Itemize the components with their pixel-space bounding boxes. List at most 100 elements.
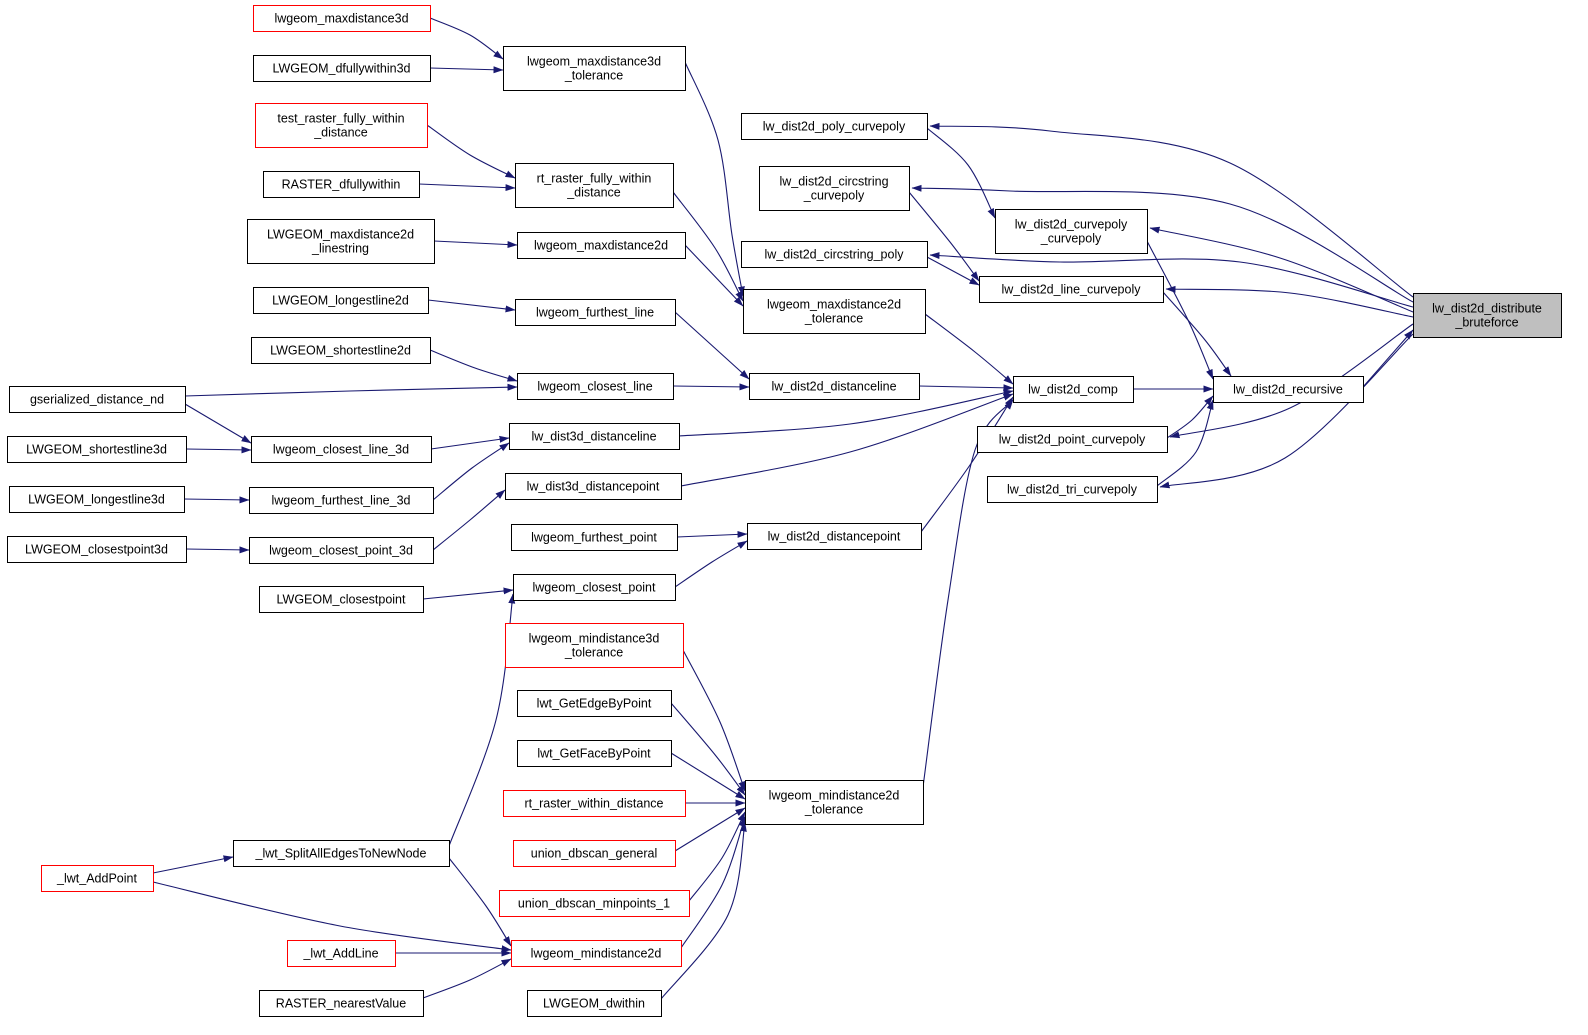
node-box[interactable] <box>987 476 1158 503</box>
node-box[interactable] <box>505 623 684 668</box>
node-box[interactable] <box>251 436 432 463</box>
node-box[interactable] <box>9 486 185 513</box>
node-lw_dist2d_distribute_bruteforce[interactable]: lw_dist2d_distribute_bruteforce <box>1413 293 1562 338</box>
node-box[interactable] <box>749 373 920 400</box>
node-box[interactable] <box>513 840 676 867</box>
node-rt_raster_within_distance[interactable]: rt_raster_within_distance <box>503 790 686 817</box>
node-box[interactable] <box>517 373 674 400</box>
node-RASTER_nearestValue[interactable]: RASTER_nearestValue <box>259 990 424 1017</box>
node-box[interactable] <box>741 113 928 140</box>
node-box[interactable] <box>1013 376 1134 403</box>
node-box[interactable] <box>263 171 420 198</box>
node-box[interactable] <box>515 163 674 208</box>
node-lwgeom_closest_point_3d[interactable]: lwgeom_closest_point_3d <box>249 537 434 564</box>
node-box[interactable] <box>979 276 1164 303</box>
node-union_dbscan_minpoints_1[interactable]: union_dbscan_minpoints_1 <box>499 890 690 917</box>
node-box[interactable] <box>1413 293 1562 338</box>
node-lwgeom_furthest_point[interactable]: lwgeom_furthest_point <box>511 524 678 551</box>
node-lwgeom_maxdistance2d[interactable]: lwgeom_maxdistance2d <box>517 232 686 259</box>
node-box[interactable] <box>41 865 154 892</box>
node-lw_dist2d_circstring_poly[interactable]: lw_dist2d_circstring_poly <box>741 241 928 268</box>
node-box[interactable] <box>977 426 1168 453</box>
node-lwgeom_maxdistance2d_tolerance[interactable]: lwgeom_maxdistance2d_tolerance <box>743 289 926 334</box>
node-box[interactable] <box>517 740 672 767</box>
node-lwt_GetFaceByPoint[interactable]: lwt_GetFaceByPoint <box>517 740 672 767</box>
node-lwgeom_closest_line_3d[interactable]: lwgeom_closest_line_3d <box>251 436 432 463</box>
node-lw_dist3d_distancepoint[interactable]: lw_dist3d_distancepoint <box>505 473 682 500</box>
node-lw_dist2d_curvepoly_curvepoly[interactable]: lw_dist2d_curvepoly_curvepoly <box>995 209 1148 254</box>
node-box[interactable] <box>499 890 690 917</box>
node-box[interactable] <box>511 940 682 967</box>
node-lwgeom_furthest_line_3d[interactable]: lwgeom_furthest_line_3d <box>249 487 434 514</box>
node-box[interactable] <box>9 386 186 413</box>
node-LWGEOM_longestline2d[interactable]: LWGEOM_longestline2d <box>253 287 429 314</box>
node-lw_dist2d_circstring_curvepoly[interactable]: lw_dist2d_circstring_curvepoly <box>759 166 910 211</box>
node-box[interactable] <box>527 990 662 1017</box>
node-LWGEOM_closestpoint3d[interactable]: LWGEOM_closestpoint3d <box>7 536 187 563</box>
node-lwgeom_closest_line[interactable]: lwgeom_closest_line <box>517 373 674 400</box>
node-box[interactable] <box>745 780 924 825</box>
node-lw_dist2d_line_curvepoly[interactable]: lw_dist2d_line_curvepoly <box>979 276 1164 303</box>
node-lw_dist2d_distanceline[interactable]: lw_dist2d_distanceline <box>749 373 920 400</box>
node-box[interactable] <box>995 209 1148 254</box>
node-lw_dist2d_poly_curvepoly[interactable]: lw_dist2d_poly_curvepoly <box>741 113 928 140</box>
node-lwgeom_mindistance3d_tolerance[interactable]: lwgeom_mindistance3d_tolerance <box>505 623 684 668</box>
node-box[interactable] <box>503 790 686 817</box>
node-box[interactable] <box>249 537 434 564</box>
node-lwgeom_maxdistance3d[interactable]: lwgeom_maxdistance3d <box>253 5 431 32</box>
node-lwt_GetEdgeByPoint[interactable]: lwt_GetEdgeByPoint <box>517 690 672 717</box>
node-box[interactable] <box>741 241 928 268</box>
node-lw_dist2d_point_curvepoly[interactable]: lw_dist2d_point_curvepoly <box>977 426 1168 453</box>
node-box[interactable] <box>517 232 686 259</box>
node-lwgeom_maxdistance3d_tolerance[interactable]: lwgeom_maxdistance3d_tolerance <box>503 46 686 91</box>
node-gserialized_distance_nd[interactable]: gserialized_distance_nd <box>9 386 186 413</box>
node-box[interactable] <box>747 523 922 550</box>
node-_lwt_AddPoint[interactable]: _lwt_AddPoint <box>41 865 154 892</box>
node-box[interactable] <box>259 586 424 613</box>
node-LWGEOM_closestpoint[interactable]: LWGEOM_closestpoint <box>259 586 424 613</box>
node-RASTER_dfullywithin[interactable]: RASTER_dfullywithin <box>263 171 420 198</box>
node-box[interactable] <box>515 299 676 326</box>
node-lw_dist3d_distanceline[interactable]: lw_dist3d_distanceline <box>509 423 680 450</box>
node-box[interactable] <box>517 690 672 717</box>
node-box[interactable] <box>7 536 187 563</box>
node-LWGEOM_shortestline3d[interactable]: LWGEOM_shortestline3d <box>7 436 187 463</box>
node-box[interactable] <box>7 436 187 463</box>
node-lw_dist2d_distancepoint[interactable]: lw_dist2d_distancepoint <box>747 523 922 550</box>
node-box[interactable] <box>249 487 434 514</box>
node-union_dbscan_general[interactable]: union_dbscan_general <box>513 840 676 867</box>
node-lwgeom_mindistance2d_tolerance[interactable]: lwgeom_mindistance2d_tolerance <box>745 780 924 825</box>
node-box[interactable] <box>233 840 450 867</box>
node-box[interactable] <box>253 287 429 314</box>
node-box[interactable] <box>247 219 435 264</box>
node-lwgeom_closest_point[interactable]: lwgeom_closest_point <box>513 574 676 601</box>
node-box[interactable] <box>503 46 686 91</box>
node-box[interactable] <box>505 473 682 500</box>
node-rt_raster_fully_within_distance[interactable]: rt_raster_fully_within_distance <box>515 163 674 208</box>
node-lwgeom_furthest_line[interactable]: lwgeom_furthest_line <box>515 299 676 326</box>
node-box[interactable] <box>251 337 431 364</box>
node-box[interactable] <box>743 289 926 334</box>
node-lw_dist2d_recursive[interactable]: lw_dist2d_recursive <box>1213 376 1364 403</box>
node-lwgeom_mindistance2d[interactable]: lwgeom_mindistance2d <box>511 940 682 967</box>
node-box[interactable] <box>759 166 910 211</box>
node-box[interactable] <box>259 990 424 1017</box>
node-LWGEOM_shortestline2d[interactable]: LWGEOM_shortestline2d <box>251 337 431 364</box>
node-LWGEOM_dwithin[interactable]: LWGEOM_dwithin <box>527 990 662 1017</box>
node-box[interactable] <box>513 574 676 601</box>
node-_lwt_AddLine[interactable]: _lwt_AddLine <box>287 940 396 967</box>
node-lw_dist2d_tri_curvepoly[interactable]: lw_dist2d_tri_curvepoly <box>987 476 1158 503</box>
node-box[interactable] <box>511 524 678 551</box>
node-box[interactable] <box>253 55 431 82</box>
node-test_raster_fully_within_distance[interactable]: test_raster_fully_within_distance <box>255 103 428 148</box>
node-LWGEOM_longestline3d[interactable]: LWGEOM_longestline3d <box>9 486 185 513</box>
node-LWGEOM_maxdistance2d_linestring[interactable]: LWGEOM_maxdistance2d_linestring <box>247 219 435 264</box>
node-box[interactable] <box>253 5 431 32</box>
node-box[interactable] <box>1213 376 1364 403</box>
node-box[interactable] <box>509 423 680 450</box>
node-box[interactable] <box>255 103 428 148</box>
node-LWGEOM_dfullywithin3d[interactable]: LWGEOM_dfullywithin3d <box>253 55 431 82</box>
node-_lwt_SplitAllEdgesToNewNode[interactable]: _lwt_SplitAllEdgesToNewNode <box>233 840 450 867</box>
node-lw_dist2d_comp[interactable]: lw_dist2d_comp <box>1013 376 1134 403</box>
node-box[interactable] <box>287 940 396 967</box>
